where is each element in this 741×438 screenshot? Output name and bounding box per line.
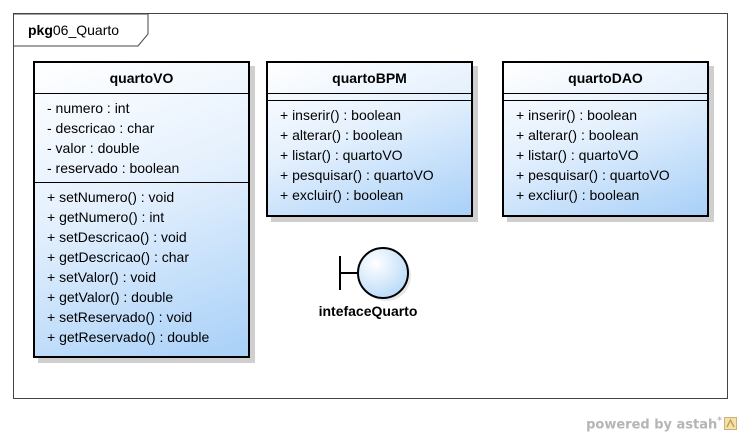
- attributes-compartment: - numero : int - descricao : char - valo…: [35, 93, 248, 182]
- operation: + pesquisar() : quartoVO: [280, 167, 434, 183]
- operation: + listar() : quartoVO: [280, 147, 403, 163]
- astah-logo-icon: [724, 417, 737, 431]
- operation: + excluir() : boolean: [280, 187, 404, 203]
- operation: + excliur() : boolean: [516, 187, 640, 203]
- operation: + getNumero() : int: [47, 209, 165, 225]
- operation: + getReservado() : double: [47, 329, 210, 345]
- boundary-icon[interactable]: [330, 245, 420, 305]
- class-name: quartoBPM: [332, 70, 407, 86]
- boundary-label: intefaceQuarto: [318, 303, 418, 319]
- class-quartoVO[interactable]: quartoVO - numero : int - descricao : ch…: [33, 61, 250, 358]
- operation: + getDescricao() : char: [47, 249, 189, 265]
- attribute: - descricao : char: [47, 120, 155, 136]
- operation: + setNumero() : void: [47, 189, 175, 205]
- operations-compartment: + inserir() : boolean + alterar() : bool…: [504, 100, 707, 209]
- attributes-compartment: [268, 93, 471, 100]
- attribute: - reservado : boolean: [47, 160, 180, 176]
- operations-compartment: + inserir() : boolean + alterar() : bool…: [268, 100, 471, 209]
- operation: + setReservado() : void: [47, 309, 193, 325]
- operation: + alterar() : boolean: [516, 127, 639, 143]
- footer-superscript: *: [717, 416, 722, 426]
- operation: + alterar() : boolean: [280, 127, 403, 143]
- package-name: 06_Quarto: [52, 22, 120, 38]
- operation: + inserir() : boolean: [516, 107, 638, 123]
- operation: + listar() : quartoVO: [516, 147, 639, 163]
- class-name: quartoDAO: [568, 70, 643, 86]
- operations-compartment: + setNumero() : void + getNumero() : int…: [35, 182, 248, 351]
- footer-watermark: powered by astah*: [586, 416, 737, 432]
- package-tab: [14, 13, 149, 47]
- class-quartoBPM[interactable]: quartoBPM + inserir() : boolean + altera…: [266, 61, 473, 217]
- attributes-compartment: [504, 93, 707, 100]
- operation: + setDescricao() : void: [47, 229, 187, 245]
- class-name: quartoVO: [109, 70, 174, 86]
- attribute: - valor : double: [47, 140, 140, 156]
- package-keyword: pkg: [28, 22, 53, 38]
- attribute: - numero : int: [47, 100, 130, 116]
- operation: + setValor() : void: [47, 269, 157, 285]
- operation: + getValor() : double: [47, 289, 174, 305]
- class-quartoDAO[interactable]: quartoDAO + inserir() : boolean + altera…: [502, 61, 709, 217]
- operation: + inserir() : boolean: [280, 107, 402, 123]
- operation: + pesquisar() : quartoVO: [516, 167, 670, 183]
- footer-text: powered by astah: [586, 417, 718, 433]
- package-frame: [13, 13, 728, 399]
- package-label: pkg06_Quarto: [28, 22, 119, 38]
